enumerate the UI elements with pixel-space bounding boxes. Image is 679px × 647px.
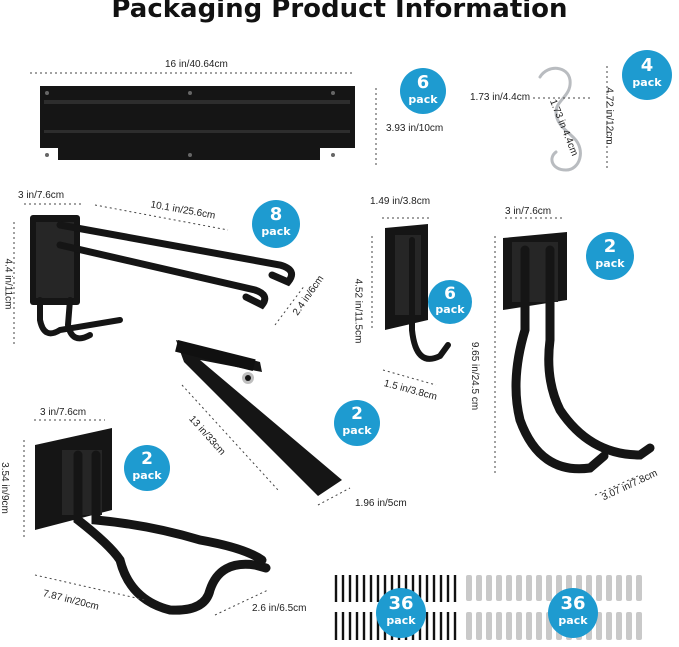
rail-width-label: 16 in/40.64cm [165,59,228,70]
small-hook-top-label: 1.49 in/3.8cm [370,196,431,207]
shook-height-label: 4.72 in/12cm [603,87,615,145]
wide-hook [35,428,271,615]
shook-width-label: 1.73 in/4.4cm [470,92,531,103]
wide-hook-top-label: 3 in/7.6cm [40,407,87,418]
wide-hook-pack-badge: 2 pack [124,445,170,491]
s-hook [538,66,582,172]
long-hook-top-label: 3 in/7.6cm [505,206,552,217]
small-hook-pack-badge: 6 pack [428,280,472,324]
page-title: Packaging Product Information [111,0,568,24]
long-hook [503,232,655,474]
wide-hook-height-label: 3.54 in/9cm [0,462,10,514]
small-hook-height-label: 4.52 in/11.5cm [352,278,364,344]
wide-hook-depth-label: 2.6 in/6.5cm [252,603,307,614]
screws-pack-badge: 36 pack [376,588,426,638]
double-hook [30,215,296,342]
rail-height-label: 3.93 in/10cm [386,123,444,134]
anchors-pack-badge: 36 pack [548,588,598,638]
double-hook-height-label: 4.4 in/11cm [2,258,14,310]
shook-pack-badge: 4 pack [622,50,672,100]
rail-pack-badge: 6 pack [400,68,446,114]
strap-pack-badge: 2 pack [334,400,380,446]
long-hook-pack-badge: 2 pack [586,232,634,280]
small-hook [385,224,451,362]
strap-width-label: 1.96 in/5cm [355,498,407,509]
wall-rail [40,86,355,160]
double-hook-top-label: 3 in/7.6cm [18,190,65,201]
hook-strap [175,339,342,496]
double-hook-pack-badge: 8 pack [252,200,300,248]
long-hook-height-label: 9.65 in/24.5 cm [469,341,481,411]
